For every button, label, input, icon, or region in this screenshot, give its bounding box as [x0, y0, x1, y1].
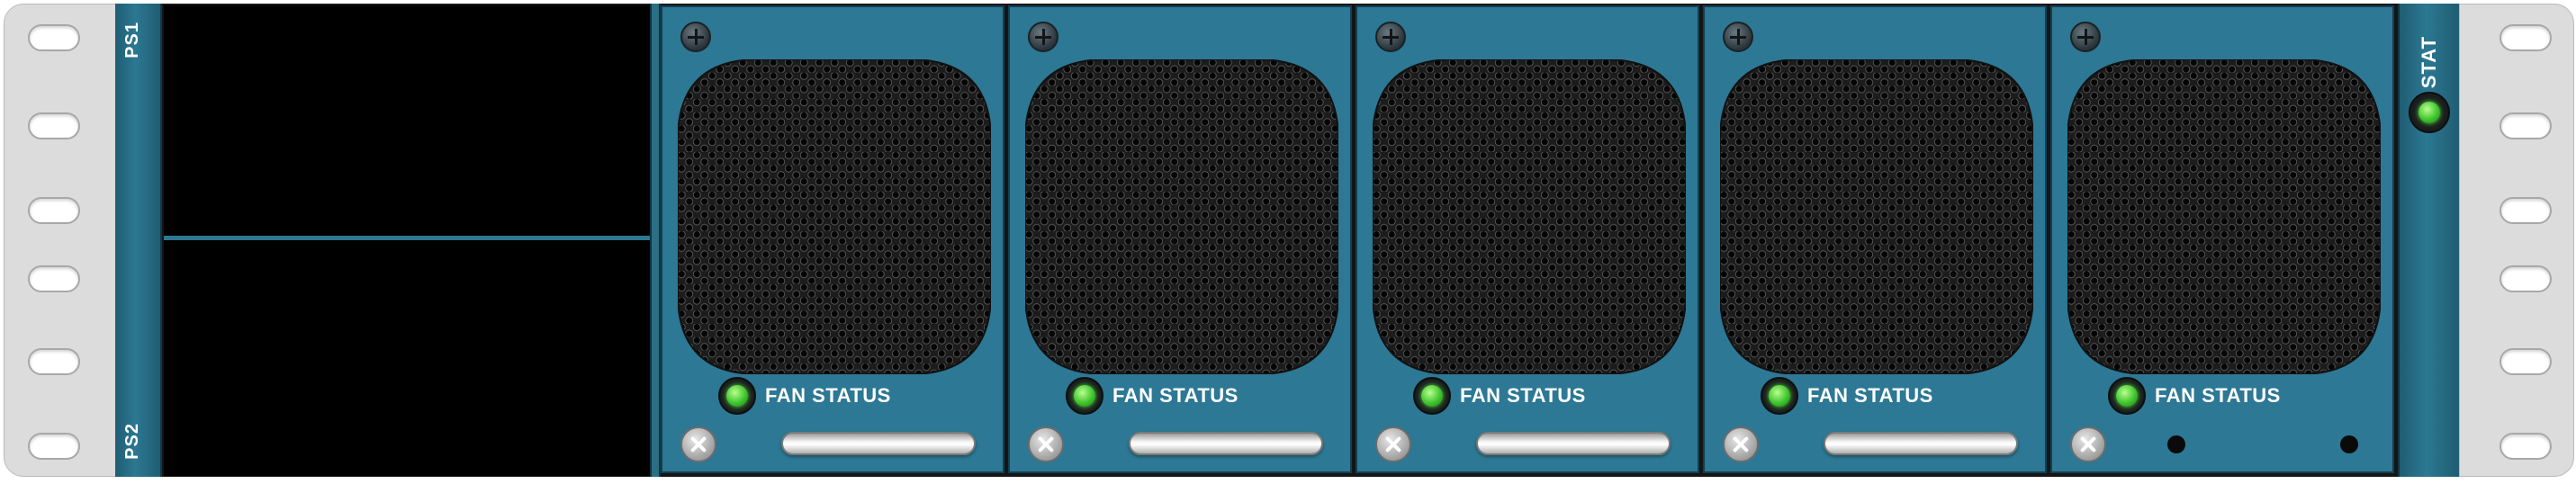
fan-pull-handle[interactable] [1476, 432, 1671, 455]
psu-bay-2[interactable] [164, 240, 650, 476]
release-latch-icon[interactable] [1028, 426, 1064, 462]
fan-grille [678, 59, 991, 374]
mounting-slot [2499, 112, 2552, 139]
fan-module-2[interactable]: FAN STATUS [1008, 5, 1352, 473]
mount-hole [2340, 435, 2358, 453]
fan-grille [1025, 59, 1338, 374]
screw-icon [1028, 22, 1058, 52]
psu-label-strip: PS1 PS2 [115, 4, 162, 477]
fan-module-1[interactable]: FAN STATUS [661, 5, 1004, 473]
fan-status-indicator: FAN STATUS [1761, 376, 1933, 416]
system-status-led [2409, 92, 2450, 133]
fan-status-led [718, 377, 756, 415]
screw-icon [2070, 22, 2101, 52]
fan-pull-handle[interactable] [781, 432, 976, 455]
system-status-strip: STAT [2398, 4, 2461, 477]
fan-status-led [1761, 377, 1798, 415]
fan-status-label: FAN STATUS [1807, 384, 1933, 407]
stat-label: STAT [2418, 36, 2440, 89]
release-latch-icon[interactable] [2070, 426, 2106, 462]
screw-icon [1723, 22, 1753, 52]
screw-icon [1375, 22, 1406, 52]
mount-hole [2167, 435, 2185, 453]
fan-status-indicator: FAN STATUS [1066, 376, 1238, 416]
fan-status-label: FAN STATUS [765, 384, 891, 407]
mounting-slot [28, 265, 80, 292]
fan-status-led [1066, 377, 1103, 415]
fan-pull-handle[interactable] [1129, 432, 1323, 455]
mounting-slot [28, 24, 80, 51]
mounting-slot [2499, 433, 2552, 460]
fan-grille [1373, 59, 1686, 374]
mounting-slot [28, 348, 80, 375]
fan-status-indicator: FAN STATUS [718, 376, 891, 416]
psu-divider [164, 236, 650, 240]
fan-status-indicator: FAN STATUS [1413, 376, 1586, 416]
fan-status-label: FAN STATUS [1112, 384, 1238, 407]
fan-module-5[interactable]: FAN STATUS [2050, 5, 2394, 473]
mounting-slot [2499, 348, 2552, 375]
fan-status-label: FAN STATUS [1460, 384, 1586, 407]
fan-status-led [2108, 377, 2146, 415]
mounting-slot [28, 433, 80, 460]
fan-module-4[interactable]: FAN STATUS [1703, 5, 2047, 473]
ps1-label: PS1 [122, 22, 142, 58]
right-rack-ear [2459, 4, 2574, 477]
release-latch-icon[interactable] [680, 426, 716, 462]
release-latch-icon[interactable] [1723, 426, 1759, 462]
release-latch-icon[interactable] [1375, 426, 1411, 462]
ps2-label: PS2 [122, 423, 142, 460]
bay-separator [650, 4, 661, 477]
fan-grille [2067, 59, 2381, 374]
fan-status-led [1413, 377, 1451, 415]
fan-status-indicator: FAN STATUS [2108, 376, 2281, 416]
mounting-slot [2499, 24, 2552, 51]
screw-icon [680, 22, 711, 52]
fan-pull-handle[interactable] [1824, 432, 2018, 455]
mounting-slot [2499, 265, 2552, 292]
psu-bay-1[interactable] [164, 5, 650, 236]
mounting-slot [28, 197, 80, 224]
fan-grille [1720, 59, 2033, 374]
left-rack-ear [4, 4, 119, 477]
fan-status-label: FAN STATUS [2155, 384, 2281, 407]
mounting-slot [28, 112, 80, 139]
fan-module-3[interactable]: FAN STATUS [1356, 5, 1699, 473]
mounting-slot [2499, 197, 2552, 224]
